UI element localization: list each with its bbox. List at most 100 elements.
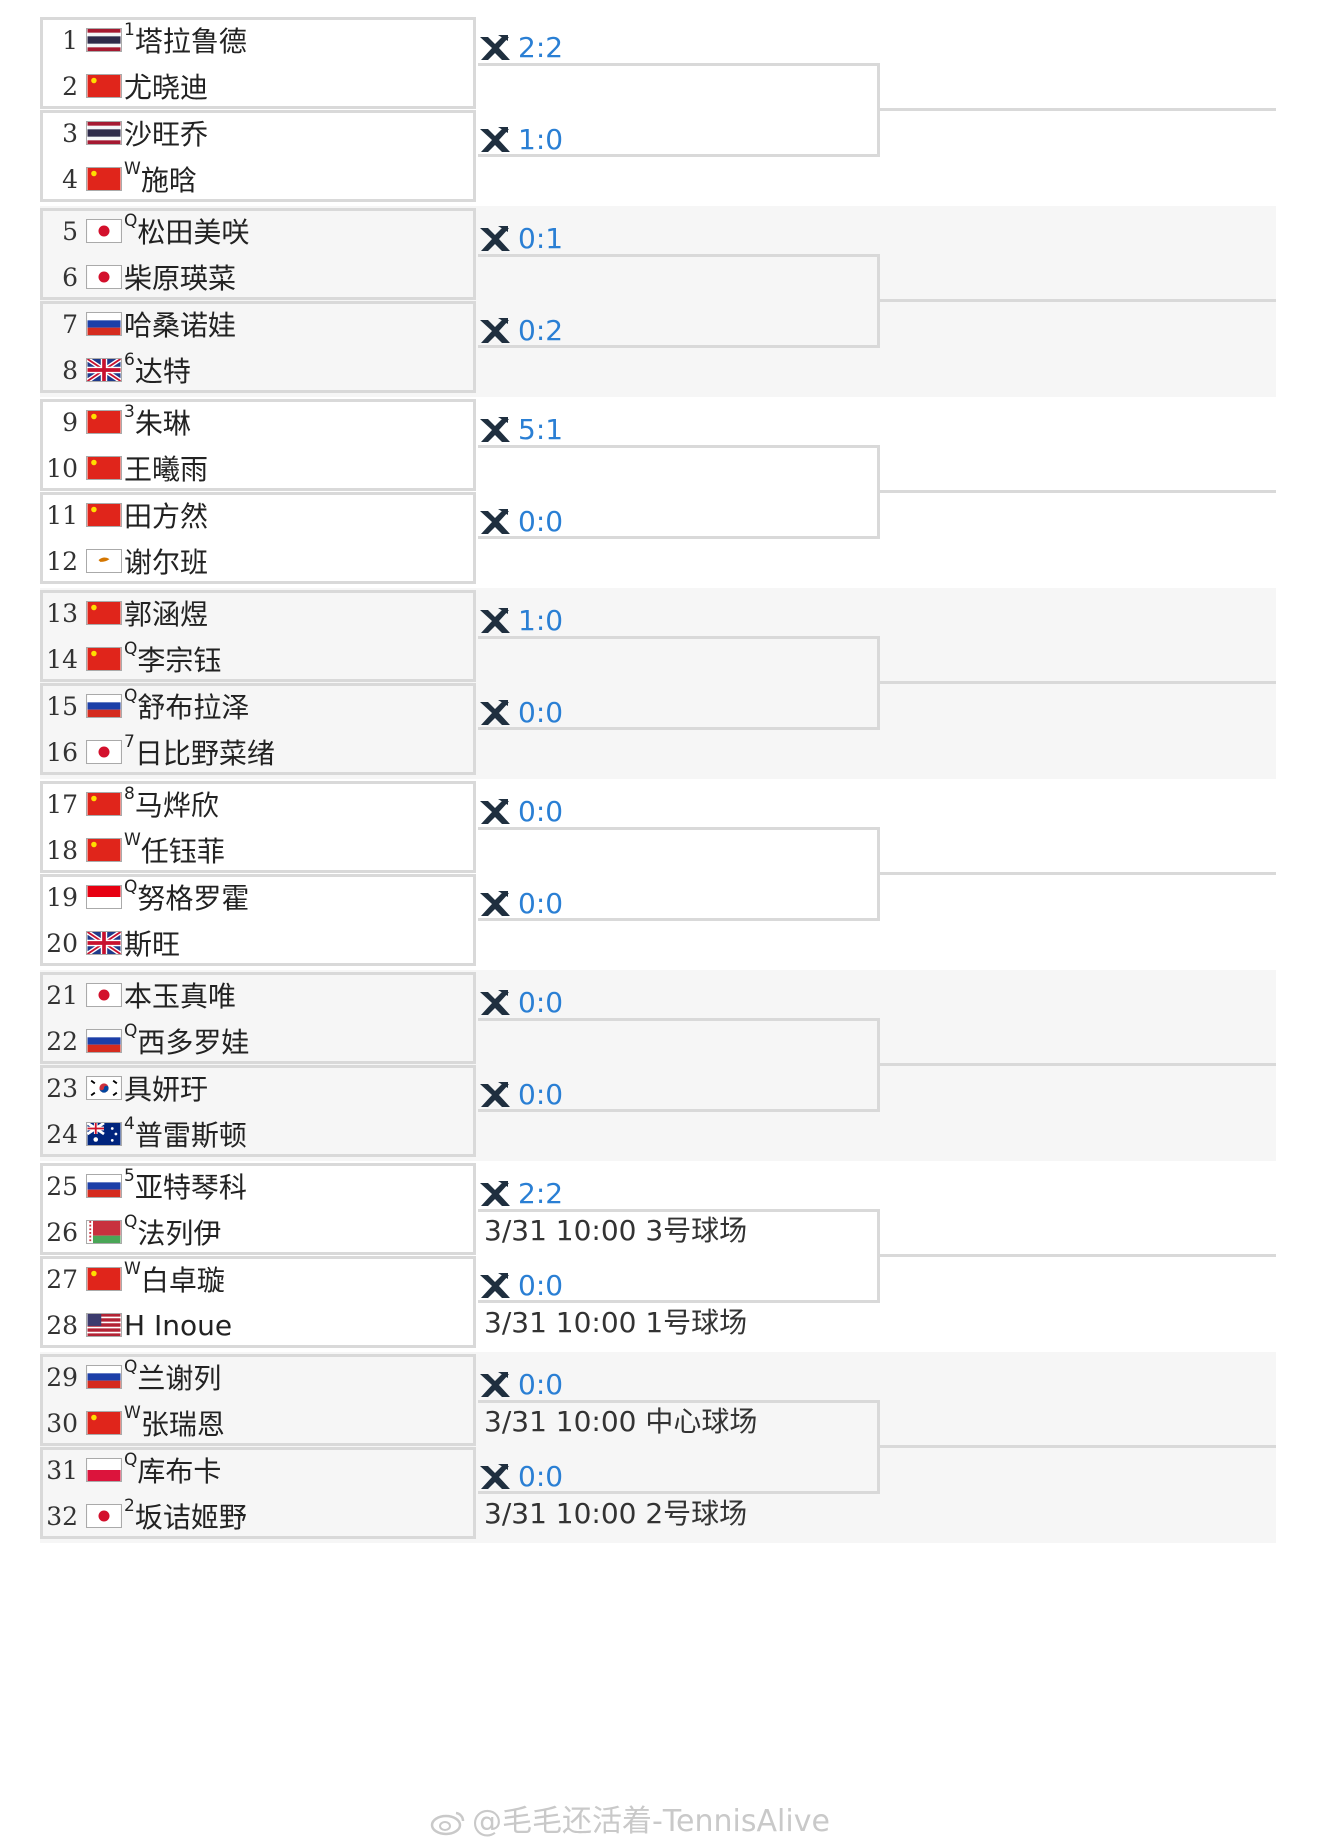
player-name[interactable]: 舒布拉泽 (137, 691, 250, 724)
player-name[interactable]: 朱琳 (134, 407, 191, 440)
player-name[interactable]: 松田美咲 (137, 216, 250, 249)
player-name[interactable]: 普雷斯顿 (134, 1119, 247, 1152)
draw-position: 2 (62, 71, 78, 101)
draw-position: 22 (46, 1026, 78, 1056)
match-score[interactable]: 0:1 (478, 222, 563, 255)
match-score[interactable]: 0:0 (478, 696, 563, 729)
match-score[interactable]: 5:1 (478, 413, 563, 446)
match-score[interactable]: 1:0 (478, 604, 563, 637)
player-name[interactable]: H Inoue (124, 1308, 233, 1342)
match-schedule: 3/31 10:00 中心球场 (484, 1405, 758, 1438)
player-name[interactable]: 亚特琴科 (134, 1171, 247, 1204)
player-row[interactable]: 20 斯旺 (40, 920, 470, 966)
match-score[interactable]: 1:0 (478, 123, 563, 156)
player-name[interactable]: 努格罗霍 (137, 882, 250, 915)
match-icon (480, 1371, 510, 1397)
match-score[interactable]: 0:0 (478, 986, 563, 1019)
flag (86, 931, 122, 955)
match-score[interactable]: 0:0 (478, 1269, 563, 1302)
player-name[interactable]: 日比野菜绪 (134, 737, 275, 770)
first-round-match-box (40, 492, 476, 584)
player-name[interactable]: 具妍玗 (124, 1073, 209, 1106)
match-score[interactable]: 0:0 (478, 887, 563, 920)
match-score[interactable]: 0:2 (478, 314, 563, 347)
score-value: 1:0 (518, 604, 564, 637)
match-score[interactable]: 0:0 (478, 505, 563, 538)
player-name[interactable]: 王曦雨 (124, 453, 209, 486)
match-score[interactable]: 0:0 (478, 1460, 563, 1493)
player-name[interactable]: 尤晓迪 (124, 71, 209, 104)
player-name[interactable]: 李宗钰 (137, 644, 222, 677)
flag (86, 983, 122, 1007)
player-name[interactable]: 斯旺 (124, 928, 181, 961)
seed-label: Q (124, 1450, 138, 1470)
player-name[interactable]: 沙旺乔 (124, 118, 209, 151)
player-name[interactable]: 法列伊 (137, 1217, 222, 1250)
player-name[interactable]: 郭涵煜 (124, 598, 209, 631)
player-name[interactable]: 兰谢列 (137, 1362, 222, 1395)
player-name[interactable]: 哈桑诺娃 (124, 309, 237, 342)
player-name[interactable]: 谢尔班 (124, 546, 209, 579)
flag (86, 1267, 122, 1291)
player-name[interactable]: 西多罗娃 (137, 1026, 250, 1059)
next-round-line (880, 1445, 1276, 1448)
player-name[interactable]: 坂诘姬野 (134, 1501, 247, 1534)
player-name[interactable]: 本玉真唯 (124, 980, 237, 1013)
score-value: 1:0 (518, 123, 564, 156)
match-score[interactable]: 0:0 (478, 1368, 563, 1401)
korea-flag-icon (87, 1077, 121, 1099)
draw-position: 20 (46, 928, 78, 958)
flag (86, 265, 122, 289)
draw-position: 5 (62, 216, 78, 246)
player-name[interactable]: 张瑞恩 (140, 1408, 225, 1441)
player-name[interactable]: 达特 (134, 355, 191, 388)
player-name[interactable]: 库布卡 (137, 1455, 222, 1488)
player-name[interactable]: 马烨欣 (134, 789, 219, 822)
match-score[interactable]: 0:0 (478, 795, 563, 828)
match-score[interactable]: 2:2 (478, 1177, 563, 1210)
player-name[interactable]: 田方然 (124, 500, 209, 533)
player-name[interactable]: 塔拉鲁德 (134, 25, 247, 58)
bracket-connector (478, 827, 880, 921)
japan-flag-icon (87, 741, 121, 763)
player-name[interactable]: 任钰菲 (140, 835, 225, 868)
player-row[interactable]: 2 尤晓迪 (40, 63, 470, 109)
match-score[interactable]: 2:2 (478, 31, 563, 64)
flag (86, 549, 122, 573)
player-name[interactable]: 柴原瑛菜 (124, 262, 237, 295)
player-name[interactable]: 施晗 (140, 164, 197, 197)
player-name[interactable]: 白卓璇 (140, 1264, 225, 1297)
first-round-match-box (40, 1065, 476, 1157)
match-score[interactable]: 0:0 (478, 1078, 563, 1111)
